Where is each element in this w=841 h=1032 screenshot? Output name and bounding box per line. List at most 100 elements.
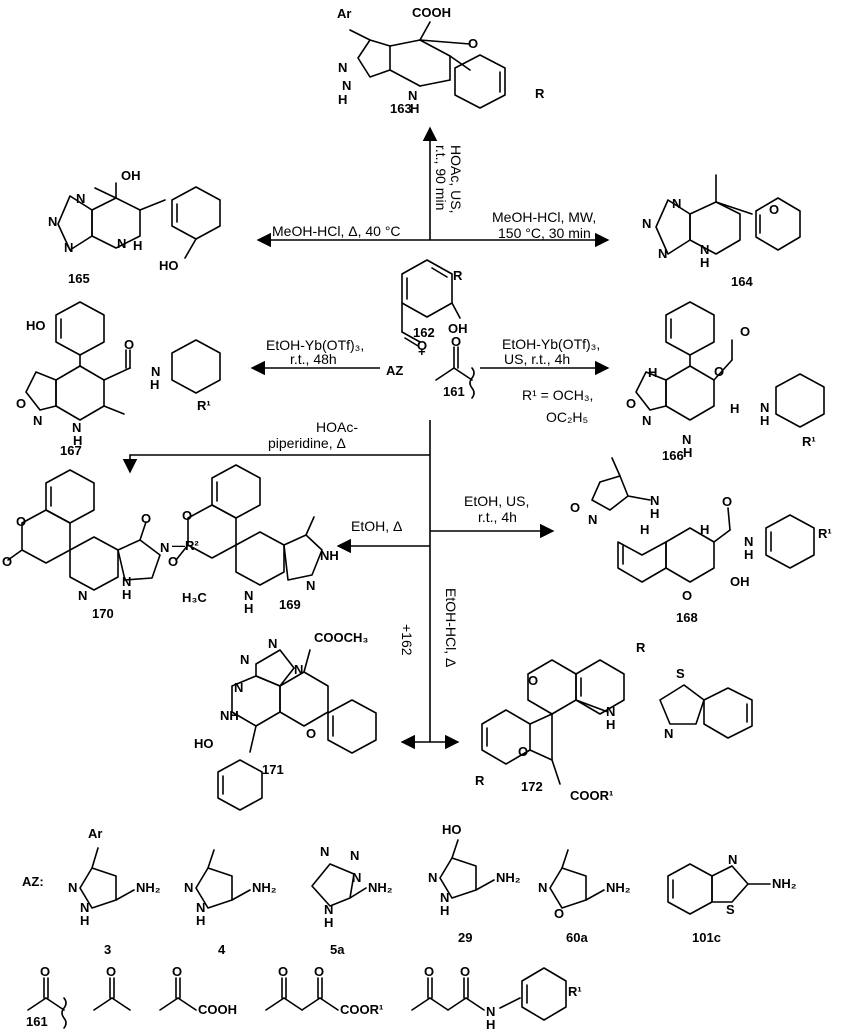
svg-text:N: N [306, 578, 315, 593]
svg-text:O: O [722, 494, 732, 509]
svg-text:HO: HO [442, 822, 462, 837]
svg-text:N: N [428, 870, 437, 885]
svg-text:HOAc-: HOAc- [316, 419, 358, 435]
svg-text:NH₂: NH₂ [606, 880, 631, 895]
svg-text:S: S [676, 666, 685, 681]
svg-text:N: N [151, 364, 160, 379]
svg-text:O: O [182, 508, 192, 523]
svg-text:N: N [78, 588, 87, 603]
svg-text:R¹: R¹ [818, 526, 832, 541]
svg-text:OH: OH [121, 168, 141, 183]
svg-text:r.t., 90 min: r.t., 90 min [433, 145, 449, 210]
svg-text:166: 166 [662, 448, 684, 463]
svg-text:H₃C: H₃C [182, 590, 207, 605]
conditions-168: EtOH, US, r.t., 4h [464, 493, 529, 525]
svg-text:Ar: Ar [337, 6, 351, 21]
svg-text:H: H [744, 547, 753, 562]
svg-text:N: N [538, 880, 547, 895]
svg-text:H: H [486, 1017, 495, 1032]
svg-text:3: 3 [104, 942, 111, 957]
svg-text:NH: NH [320, 548, 339, 563]
svg-text:O: O [306, 726, 316, 741]
svg-text:NH₂: NH₂ [252, 880, 277, 895]
svg-text:H: H [730, 401, 739, 416]
svg-text:R: R [636, 640, 646, 655]
svg-text:R: R [453, 268, 463, 283]
svg-text:EtOH-Yb(OTf)₃,: EtOH-Yb(OTf)₃, [266, 337, 364, 353]
conditions-163: HOAc, US, r.t., 90 min [433, 145, 464, 213]
svg-text:101c: 101c [692, 930, 721, 945]
svg-text:H: H [338, 92, 347, 107]
svg-text:H: H [196, 913, 205, 928]
product-172: O O R R N H S N COOR¹ 172 [475, 640, 753, 803]
conditions-169: EtOH, Δ [351, 518, 402, 534]
az-60a: N O NH₂ 60a [538, 849, 631, 945]
svg-text:150 °C, 30 min: 150 °C, 30 min [498, 225, 591, 241]
svg-text:O: O [554, 906, 564, 921]
svg-text:O: O [468, 36, 478, 51]
svg-text:170: 170 [92, 606, 114, 621]
svg-text:N: N [352, 870, 361, 885]
svg-text:R¹: R¹ [568, 984, 582, 999]
svg-text:N: N [700, 242, 709, 257]
svg-text:161: 161 [443, 384, 465, 399]
svg-text:R: R [475, 773, 485, 788]
svg-text:O: O [424, 964, 434, 979]
svg-text:161: 161 [26, 1014, 48, 1029]
svg-text:N: N [76, 191, 85, 206]
svg-text:5a: 5a [330, 942, 345, 957]
az-legend: AZ: Ar N N H NH₂ 3 N N H NH₂ 4 N N [22, 822, 797, 957]
conditions-171-172: EtOH-HCl, Δ +162 [399, 588, 459, 667]
svg-text:H: H [410, 101, 419, 116]
svg-text:R¹ = OCH₃,: R¹ = OCH₃, [522, 387, 593, 403]
svg-text:HO: HO [194, 736, 214, 751]
svg-text:O: O [714, 364, 724, 379]
svg-text:O: O [314, 964, 324, 979]
az-label: AZ [386, 363, 403, 378]
svg-text:H: H [244, 601, 253, 616]
svg-text:N: N [664, 726, 673, 741]
svg-text:N: N [760, 400, 769, 415]
svg-text:NH₂: NH₂ [368, 880, 393, 895]
svg-text:O: O [16, 514, 26, 529]
svg-text:H: H [73, 433, 82, 448]
svg-text:O: O [769, 202, 779, 217]
svg-text:O: O [570, 500, 580, 515]
svg-text:N: N [234, 680, 243, 695]
svg-text:N: N [682, 432, 691, 447]
svg-text:O: O [451, 334, 461, 349]
aldehyde-162: R O 162 OH [401, 259, 468, 353]
svg-text:N: N [72, 420, 81, 435]
svg-text:N: N [324, 902, 333, 917]
svg-text:piperidine, Δ: piperidine, Δ [268, 435, 346, 451]
svg-text:US, r.t., 4h: US, r.t., 4h [504, 351, 570, 367]
svg-text:O: O [16, 396, 26, 411]
svg-text:H: H [650, 506, 659, 521]
svg-text:H: H [606, 717, 615, 732]
svg-text:N: N [117, 236, 126, 251]
svg-text:N: N [350, 848, 359, 863]
svg-text:169: 169 [279, 597, 301, 612]
svg-text:60a: 60a [566, 930, 588, 945]
svg-text:NH: NH [220, 708, 239, 723]
svg-text:r.t., 4h: r.t., 4h [478, 509, 517, 525]
svg-text:N: N [33, 413, 42, 428]
conditions-164: MeOH-HCl, MW, 150 °C, 30 min [492, 209, 596, 241]
svg-text:S: S [726, 902, 735, 917]
svg-text:N: N [80, 900, 89, 915]
svg-text:O: O [168, 554, 178, 569]
svg-text:H: H [150, 377, 159, 392]
product-165: OH N N N N H HO 165 [48, 168, 221, 286]
svg-text:N: N [658, 246, 667, 261]
svg-text:O: O [740, 324, 750, 339]
svg-text:H: H [640, 522, 649, 537]
svg-text:OH: OH [448, 321, 468, 336]
svg-text:163: 163 [390, 101, 412, 116]
svg-text:O: O [460, 964, 470, 979]
svg-text:N: N [244, 588, 253, 603]
svg-text:R¹: R¹ [197, 398, 211, 413]
svg-text:H: H [683, 445, 692, 460]
az-5a: N N N N H NH₂ 5a [311, 844, 393, 957]
svg-text:EtOH-HCl, Δ: EtOH-HCl, Δ [443, 588, 459, 667]
